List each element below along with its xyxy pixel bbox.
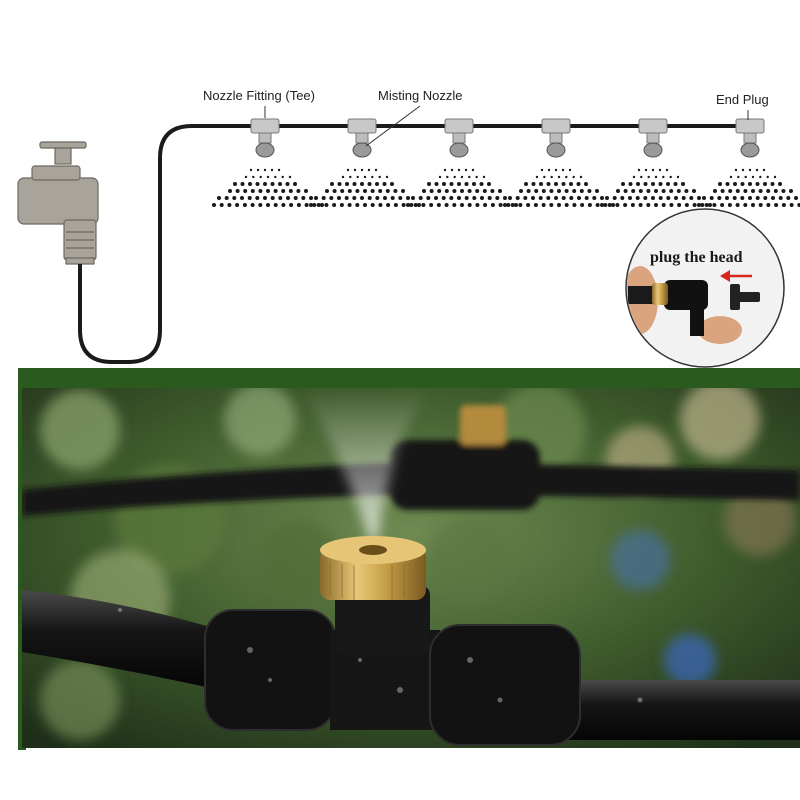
mist-dots xyxy=(212,168,324,207)
end-plug xyxy=(697,118,800,207)
mist-photo xyxy=(22,388,800,748)
mist-spray xyxy=(300,388,430,545)
nozzle-tee xyxy=(309,118,421,207)
arrow-left-icon xyxy=(720,270,752,282)
brass-nozzle xyxy=(320,536,426,600)
nozzle-tee xyxy=(212,118,324,207)
mist-dots xyxy=(309,168,421,207)
plug-the-head-caption: plug the head xyxy=(650,249,743,266)
faucet-icon xyxy=(17,141,99,265)
nozzle-fitting-label: Nozzle Fitting (Tee) xyxy=(203,88,315,103)
plug-inset: plug the head xyxy=(625,208,785,368)
nozzle-tee xyxy=(600,118,712,207)
front-tube xyxy=(22,590,800,740)
nozzle-row xyxy=(212,118,800,207)
mist-dots xyxy=(600,168,712,207)
system-diagram: Nozzle Fitting (Tee) Misting Nozzle End … xyxy=(17,48,800,368)
tee-fitting xyxy=(118,585,643,746)
nozzle-tee xyxy=(503,118,615,207)
misting-nozzle-leader xyxy=(365,105,421,147)
nozzle-tee xyxy=(406,118,518,207)
mist-dots xyxy=(697,168,800,207)
end-plug-label: End Plug xyxy=(716,92,769,107)
background-tube xyxy=(22,405,800,516)
hose-line xyxy=(78,124,752,364)
misting-nozzle-label: Misting Nozzle xyxy=(378,88,463,103)
mist-dots xyxy=(406,168,518,207)
mist-dots xyxy=(503,168,615,207)
